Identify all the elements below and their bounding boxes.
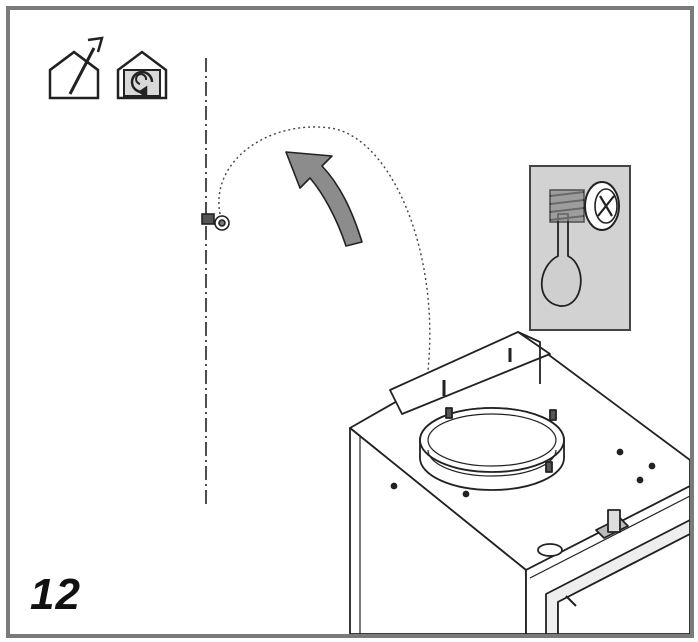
motion-path xyxy=(218,126,431,371)
instruction-panel: 12 xyxy=(6,6,694,638)
assembly-illustration xyxy=(48,36,690,634)
keyhole-detail-inset xyxy=(529,165,631,331)
house-ducted-exhaust-icon xyxy=(48,36,104,100)
hood-unit xyxy=(349,331,690,634)
house-recirculation-icon xyxy=(116,50,168,100)
wall-screw xyxy=(201,213,230,231)
step-number: 12 xyxy=(30,570,81,619)
direction-arrow xyxy=(285,151,363,247)
